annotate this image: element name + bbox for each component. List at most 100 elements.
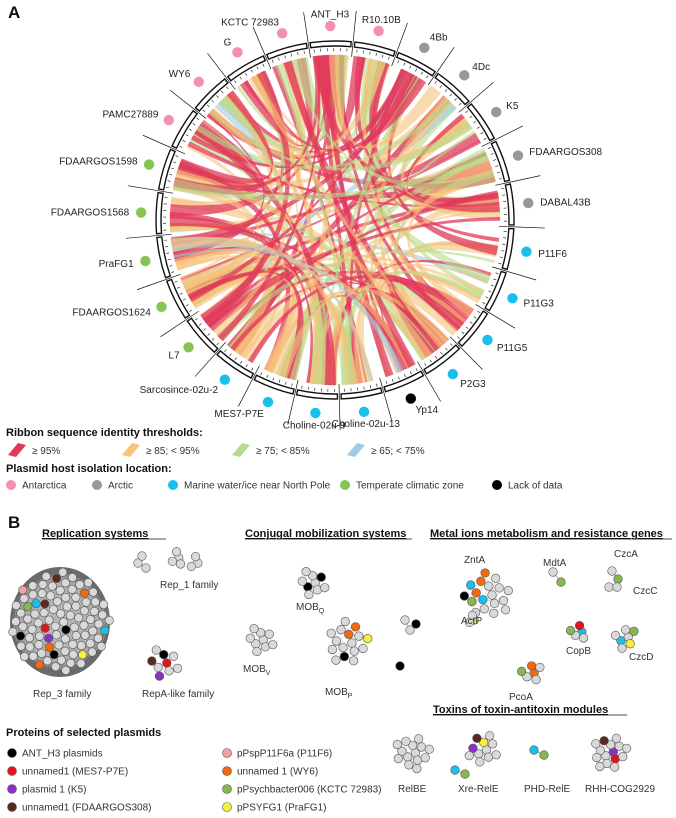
ribbon-layer: [169, 54, 501, 386]
protein-node: [71, 592, 81, 602]
protein-node: [393, 754, 403, 764]
identity-ribbon: [217, 55, 321, 342]
protein-node: [467, 610, 477, 621]
protein-node: [400, 615, 410, 625]
identity-swatch: [347, 443, 365, 457]
protein-node: [16, 631, 26, 641]
identity-ribbon: [187, 141, 500, 208]
host-dot: [276, 28, 288, 39]
protein-node: [336, 625, 346, 635]
protein-node: [83, 578, 93, 588]
protein-node: [304, 589, 314, 600]
plasmid-label: FDAARGOS1624: [72, 308, 151, 319]
protein-node: [607, 566, 617, 576]
protein-node: [25, 642, 35, 652]
host-dot: [135, 207, 147, 218]
protein-node: [11, 601, 21, 611]
host-dot: [373, 25, 384, 37]
protein-legend-dot: [222, 802, 232, 812]
identity-legend: ≥ 95%≥ 85; < 95%≥ 75; < 85%≥ 65; < 75%: [8, 443, 425, 457]
protein-node: [354, 631, 364, 641]
plasmid-segment: [186, 317, 219, 354]
protein-node: [392, 739, 402, 750]
protein-legend-dot: [7, 766, 17, 776]
protein-node: [31, 599, 41, 609]
conjugal-title: Conjugal mobilization systems: [245, 528, 406, 540]
protein-node: [339, 651, 349, 662]
host-dot: [156, 301, 167, 313]
protein-node: [18, 622, 28, 632]
protein-node: [173, 663, 183, 673]
protein-node: [34, 640, 44, 650]
protein-node: [27, 624, 37, 634]
host-dot: [262, 396, 274, 408]
protein-node: [18, 585, 28, 595]
protein-node: [51, 662, 61, 672]
protein-node: [574, 621, 585, 631]
protein-legend-label: unnamed1 (FDAARGOS308): [22, 803, 152, 814]
czca-label: CzcA: [614, 549, 638, 560]
protein-node: [28, 651, 38, 661]
protein-node: [252, 646, 262, 657]
protein-node: [48, 604, 58, 614]
plasmid-segment: [504, 183, 515, 226]
host-dot: [183, 342, 194, 353]
identity-ribbon: [188, 70, 409, 303]
plasmid-segment: [155, 191, 164, 235]
identity-legend-title: Ribbon sequence identity thresholds:: [6, 427, 203, 439]
protein-node: [599, 736, 609, 746]
protein-node: [531, 675, 541, 685]
protein-node: [98, 610, 108, 620]
mdta-label: MdtA: [543, 558, 567, 569]
protein-node: [24, 633, 34, 643]
plasmid-label: Yp14: [415, 405, 438, 416]
protein-node: [268, 640, 278, 650]
protein-node: [56, 609, 66, 619]
actp-label: ActP: [461, 616, 482, 627]
protein-node: [408, 740, 418, 751]
identity-ribbon: [291, 59, 496, 190]
znta-label: ZntA: [464, 555, 485, 566]
protein-node: [28, 581, 38, 591]
protein-node: [450, 765, 460, 775]
protein-node: [316, 572, 326, 582]
protein-node: [625, 639, 635, 649]
identity-swatch: [122, 443, 140, 457]
protein-legend-label: unnamed 1 (WY6): [237, 767, 318, 778]
host-legend-dot: [492, 480, 502, 490]
host-dot: [310, 407, 321, 419]
protein-node: [153, 662, 163, 673]
protein-node: [610, 630, 621, 640]
plasmid-label: KCTC 72983: [221, 17, 279, 28]
host-dot: [219, 374, 231, 385]
protein-node: [8, 627, 18, 637]
protein-legend-dot: [222, 766, 232, 776]
host-dot: [491, 106, 502, 118]
plasmid-segment: [353, 41, 396, 57]
protein-node: [61, 665, 71, 675]
mobq-label: MOBQ: [296, 602, 325, 615]
protein-node: [471, 588, 481, 598]
protein-node: [16, 608, 26, 618]
panel-b-letter: B: [8, 513, 20, 532]
host-legend-title: Plasmid host isolation location:: [6, 463, 172, 475]
protein-node: [147, 656, 157, 666]
protein-node: [88, 626, 98, 636]
protein-node: [487, 590, 497, 600]
protein-node: [141, 563, 151, 573]
repa-label: RepA-like family: [142, 689, 214, 700]
protein-node: [61, 592, 71, 602]
host-legend-label: Marine water/ice near North Pole: [184, 481, 331, 492]
plasmid-label: Sarcosince-02u-2: [140, 385, 219, 396]
protein-node: [416, 742, 427, 752]
protein-node: [479, 604, 489, 614]
host-dot: [405, 393, 417, 404]
identity-ribbon: [210, 107, 433, 358]
identity-legend-label: ≥ 75; < 85%: [256, 446, 310, 457]
protein-node: [548, 567, 558, 577]
protein-node: [167, 556, 177, 566]
protein-node: [340, 616, 350, 627]
protein-legend-dot: [7, 802, 17, 812]
protein-node: [79, 620, 89, 630]
rep3-label: Rep_3 family: [33, 689, 91, 700]
